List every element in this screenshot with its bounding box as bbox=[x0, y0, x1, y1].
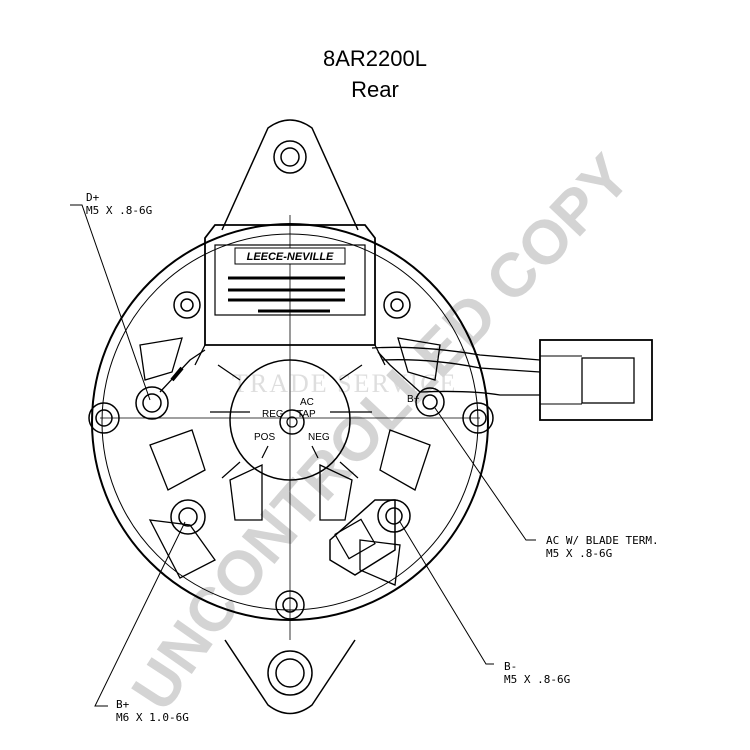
b-plus-small-terminal: B+ bbox=[377, 351, 445, 417]
neg-label: NEG bbox=[308, 432, 330, 443]
drawing-title: 8AR2200L bbox=[323, 46, 427, 71]
watermark-main: UNCONTROLLED COPY bbox=[119, 142, 644, 723]
ac-label: AC bbox=[300, 397, 314, 408]
harness-connector bbox=[371, 339, 653, 421]
leader-lines bbox=[70, 204, 536, 707]
rectifier-cover: REG AC TAP POS NEG bbox=[210, 359, 372, 481]
d-plus-terminal bbox=[135, 349, 206, 420]
b-plus-small-label: B+ bbox=[407, 394, 420, 405]
ac-terminal-name: AC W/ BLADE TERM. bbox=[546, 534, 659, 547]
b-plus-terminal bbox=[170, 499, 206, 535]
regulator-module: LEECE-NEVILLE bbox=[173, 224, 411, 366]
tap-label: TAP bbox=[297, 409, 316, 420]
watermark-main-text: UNCONTROLLED COPY bbox=[119, 142, 644, 723]
d-plus-name: D+ bbox=[86, 191, 100, 204]
b-plus-name: B+ bbox=[116, 698, 130, 711]
ac-terminal-spec: M5 X .8-6G bbox=[546, 547, 612, 560]
b-plus-spec: M6 X 1.0-6G bbox=[116, 711, 189, 724]
callouts: D+ M5 X .8-6G B+ M6 X 1.0-6G B- M5 X .8-… bbox=[86, 191, 659, 724]
b-minus-terminal bbox=[329, 499, 411, 576]
d-plus-spec: M5 X .8-6G bbox=[86, 204, 152, 217]
reg-label: REG bbox=[262, 409, 284, 420]
top-mounting-ear bbox=[221, 119, 359, 231]
pos-label: POS bbox=[254, 432, 275, 443]
housing bbox=[88, 215, 494, 640]
brand-label: LEECE-NEVILLE bbox=[247, 251, 334, 263]
b-minus-spec: M5 X .8-6G bbox=[504, 673, 570, 686]
drawing-subtitle: Rear bbox=[351, 77, 399, 102]
b-minus-name: B- bbox=[504, 660, 517, 673]
bottom-mounting-ear bbox=[224, 639, 356, 715]
